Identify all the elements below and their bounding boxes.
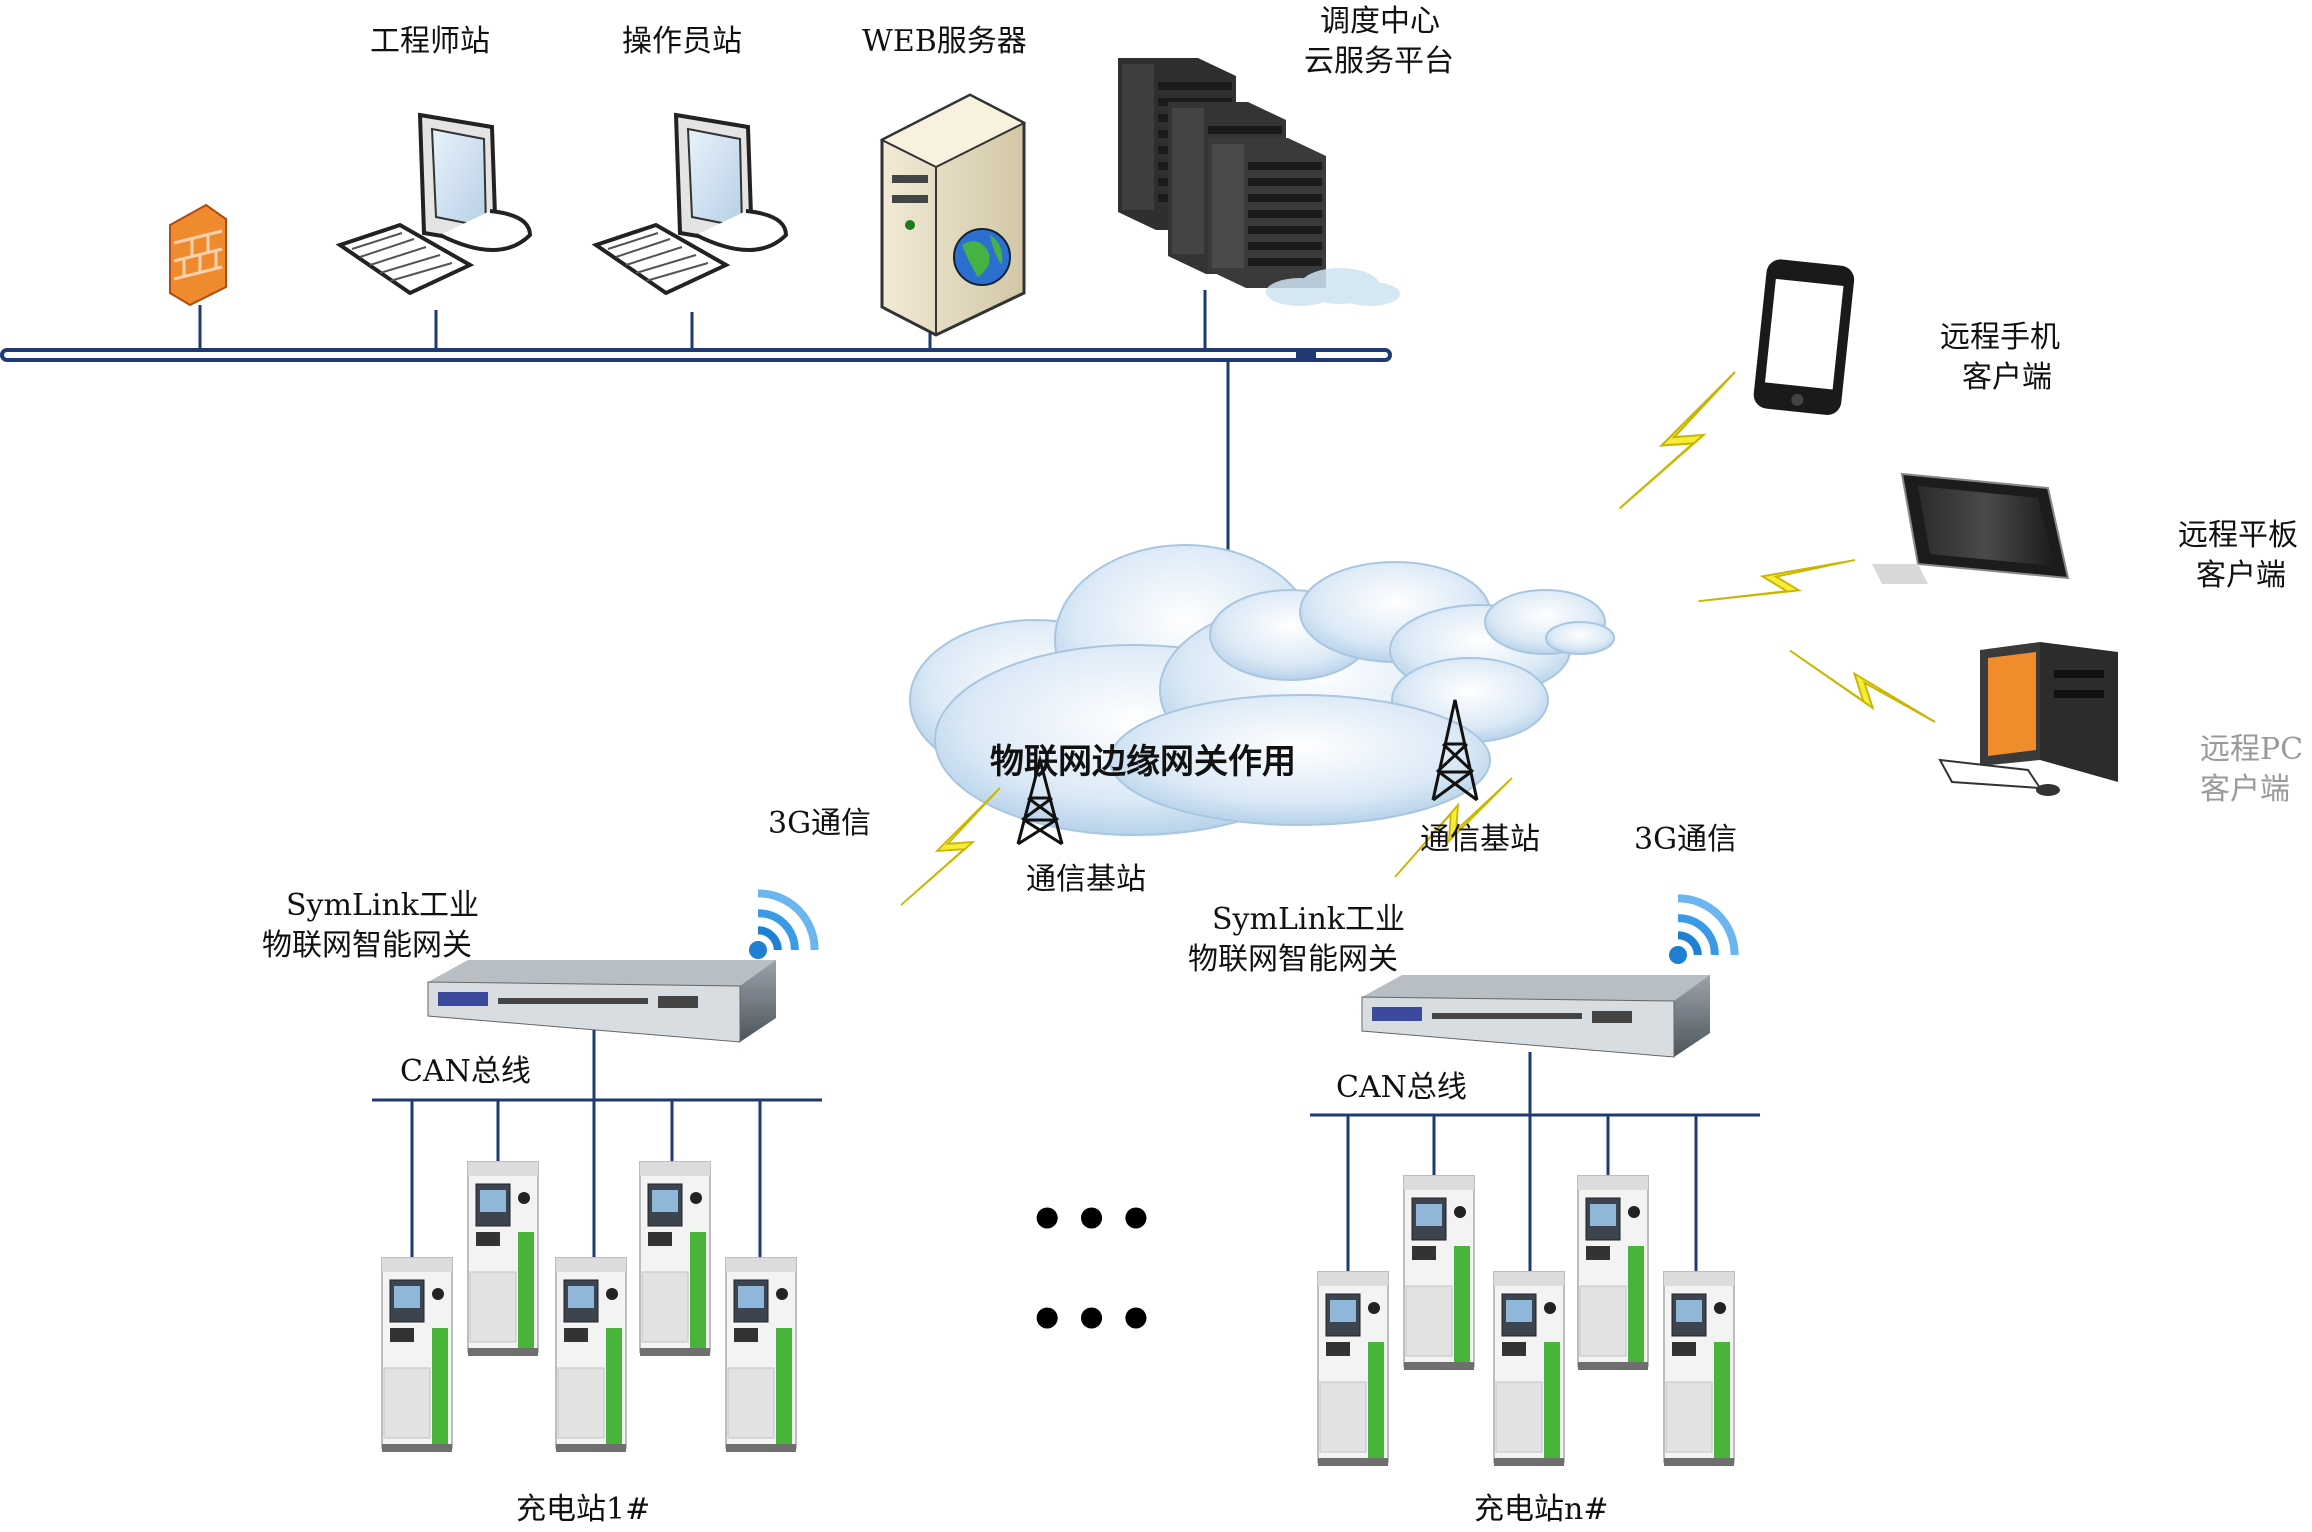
label-station-1: 充电站1#	[516, 1492, 651, 1527]
label-3g-left: 3G通信	[768, 806, 872, 841]
internet-cloud-icon	[909, 544, 1615, 836]
wireless-link-pc	[1788, 619, 1936, 753]
label-tablet-client-line1: 远程平板	[2178, 518, 2298, 553]
charging-station-n-group	[1317, 1175, 1735, 1467]
label-station-n: 充电站n#	[1474, 1492, 1609, 1527]
label-gateway-right-line1: SymLink工业	[1212, 902, 1405, 937]
can-bus-left	[372, 1030, 822, 1258]
label-pc-client-line2: 客户端	[2200, 772, 2290, 807]
gateway-right-device	[1361, 975, 1710, 1058]
label-gateway-right-line2: 物联网智能网关	[1188, 942, 1398, 977]
label-dispatch-center-line1: 调度中心	[1320, 4, 1440, 39]
wireless-link-left	[900, 787, 1001, 906]
charging-station-1-group	[381, 1161, 797, 1453]
ellipsis-lower: •••	[1028, 1285, 1162, 1355]
label-web-server: WEB服务器	[862, 24, 1027, 59]
label-engineer-station: 工程师站	[370, 24, 490, 59]
label-gateway-left-line1: SymLink工业	[286, 888, 479, 923]
engineer-pc-icon	[338, 113, 532, 295]
label-base-station-left: 通信基站	[1026, 862, 1146, 897]
phone-icon	[1753, 259, 1855, 415]
label-dispatch-center-line2: 云服务平台	[1304, 44, 1454, 79]
dispatch-server-rack-icon	[1118, 58, 1400, 306]
wifi-icon-right	[1669, 894, 1739, 964]
tablet-icon	[1872, 472, 2070, 584]
web-server-icon	[879, 93, 1027, 337]
label-can-bus-right: CAN总线	[1336, 1070, 1467, 1105]
network-bus	[0, 348, 1392, 362]
label-pc-client-line1: 远程PC	[2200, 732, 2304, 767]
cell-tower-icon-left	[1016, 754, 1064, 846]
label-base-station-right: 通信基站	[1420, 822, 1540, 857]
ellipsis-upper: •••	[1028, 1185, 1162, 1255]
label-3g-right: 3G通信	[1634, 822, 1738, 857]
label-operator-station: 操作员站	[622, 24, 742, 59]
cloud-label: 物联网边缘网关作用	[990, 742, 1296, 782]
cell-tower-icon-right	[1431, 699, 1479, 802]
operator-pc-icon	[594, 113, 788, 295]
label-gateway-left-line2: 物联网智能网关	[262, 928, 472, 963]
can-bus-right	[1310, 1052, 1760, 1272]
firewall-icon	[169, 203, 227, 307]
remote-pc-icon	[1938, 642, 2118, 796]
label-phone-client-line1: 远程手机	[1940, 320, 2060, 355]
wifi-icon-left	[749, 889, 819, 959]
gateway-left-device	[427, 960, 776, 1043]
label-tablet-client-line2: 客户端	[2196, 558, 2286, 593]
wireless-link-tablet	[1697, 499, 1856, 663]
label-can-bus-left: CAN总线	[400, 1054, 531, 1089]
label-phone-client-line2: 客户端	[1962, 360, 2052, 395]
wireless-link-phone	[1618, 370, 1737, 510]
